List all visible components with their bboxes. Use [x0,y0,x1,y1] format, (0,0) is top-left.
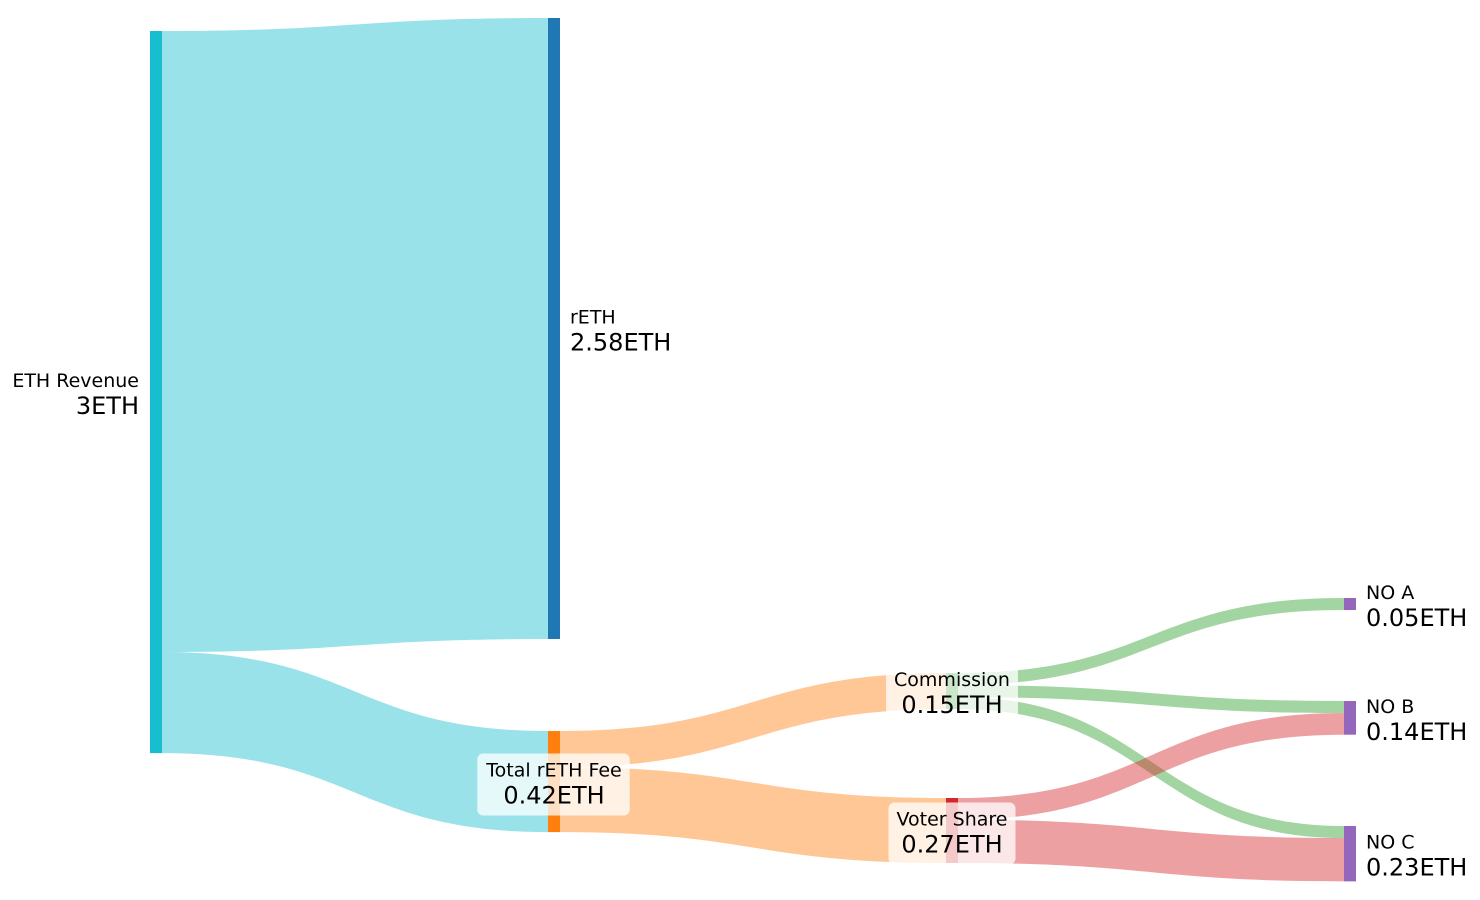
label-no_b: NO B0.14ETH [1366,696,1467,746]
link-commission-to-no_c [958,697,1344,839]
node-name: NO A [1366,582,1414,604]
link-total_fee-to-voter_share [560,767,946,863]
node-value: 0.23ETH [1366,854,1467,882]
label-background [888,802,1016,865]
label-no_a: NO A0.05ETH [1366,582,1467,632]
link-total_fee-to-commission [560,673,946,768]
node-name: Commission [894,669,1010,691]
node-value: 2.58ETH [570,329,671,357]
node-name: NO C [1366,832,1414,854]
node-value: 0.15ETH [901,691,1002,719]
link-voter_share-to-no_b [958,713,1344,820]
node-value: 0.42ETH [503,782,604,810]
label-background [477,753,630,816]
links-layer [162,18,1344,882]
node-value: 3ETH [76,392,139,420]
link-voter_share-to-no_c [958,819,1344,882]
node-value: 0.27ETH [901,830,1002,858]
node-name: Voter Share [897,808,1008,830]
node-name: ETH Revenue [12,370,139,392]
link-commission-to-no_b [958,685,1344,714]
link-eth_revenue-to-total_fee [162,652,548,833]
node-name: rETH [570,307,616,329]
node-no_c [1344,826,1356,882]
node-reth [548,18,560,640]
link-eth_revenue-to-reth [162,18,548,653]
label-background [886,663,1018,726]
node-name: Total rETH Fee [485,760,621,782]
node-value: 0.14ETH [1366,718,1467,746]
node-value: 0.05ETH [1366,604,1467,632]
node-eth_revenue [150,31,162,754]
link-commission-to-no_a [958,598,1344,686]
node-no_a [1344,598,1356,611]
node-name: NO B [1366,696,1414,718]
node-no_b [1344,701,1356,735]
label-no_c: NO C0.23ETH [1366,832,1467,882]
